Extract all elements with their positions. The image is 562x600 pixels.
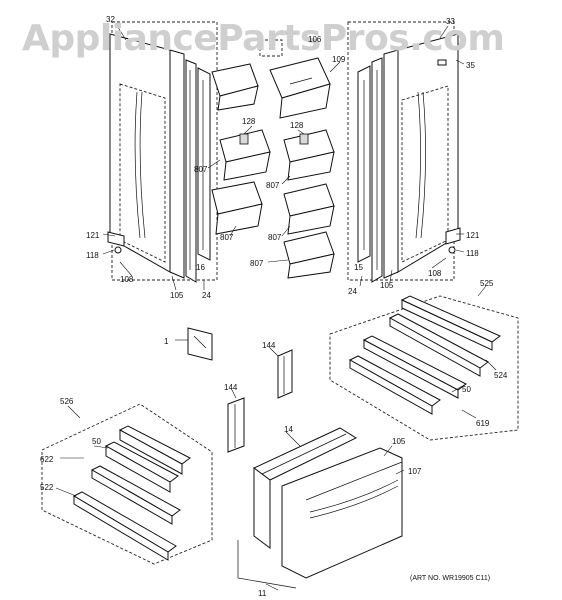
part-144-brackets	[227, 349, 293, 453]
label-121-left: 121	[86, 231, 100, 240]
label-807-c: 807	[220, 233, 234, 242]
label-144-upper: 144	[262, 341, 276, 350]
label-50-left: 50	[92, 437, 101, 446]
label-524: 524	[494, 371, 508, 380]
label-128-right: 128	[290, 121, 304, 130]
label-16: 16	[196, 263, 205, 272]
label-24-left: 24	[202, 291, 211, 300]
label-105-right: 105	[380, 281, 394, 290]
leader-lines	[55, 23, 497, 497]
left-slide-kit	[41, 403, 213, 565]
left-door-assembly	[102, 21, 218, 283]
label-109: 109	[332, 55, 346, 64]
label-107: 107	[408, 467, 422, 476]
label-121-right: 121	[466, 231, 480, 240]
label-807-d: 807	[268, 233, 282, 242]
label-1: 1	[164, 337, 169, 346]
watermark: AppliancePartsPros.com	[22, 18, 504, 59]
art-number: (ART NO. WR19905 C11)	[410, 575, 490, 582]
label-118-right: 118	[466, 249, 479, 258]
label-32: 32	[106, 15, 115, 24]
part-1-card	[175, 327, 213, 361]
label-33: 33	[446, 17, 455, 26]
label-522: 522	[40, 483, 54, 492]
label-24-right: 24	[348, 287, 357, 296]
label-108-right: 108	[428, 269, 442, 278]
label-807-b: 807	[266, 181, 280, 190]
label-622: 622	[40, 455, 54, 464]
label-15: 15	[354, 263, 363, 272]
label-108-left: 108	[120, 275, 134, 284]
label-118-left: 118	[86, 251, 99, 260]
label-14: 14	[284, 425, 293, 434]
label-35: 35	[466, 61, 475, 70]
label-105-freezer: 105	[392, 437, 406, 446]
label-525: 525	[480, 279, 494, 288]
label-619: 619	[476, 419, 490, 428]
right-slide-kit	[329, 295, 519, 441]
label-106: 106	[308, 35, 322, 44]
label-128-left: 128	[242, 117, 256, 126]
label-50-right: 50	[462, 385, 471, 394]
label-11: 11	[258, 589, 267, 598]
right-door-assembly	[347, 21, 461, 283]
freezer-door-assembly	[237, 427, 403, 591]
label-105-left: 105	[170, 291, 184, 300]
label-526: 526	[60, 397, 74, 406]
label-144-lower: 144	[224, 383, 238, 392]
label-807-e: 807	[250, 259, 264, 268]
door-bins	[211, 39, 335, 279]
label-807-a: 807	[194, 165, 208, 174]
